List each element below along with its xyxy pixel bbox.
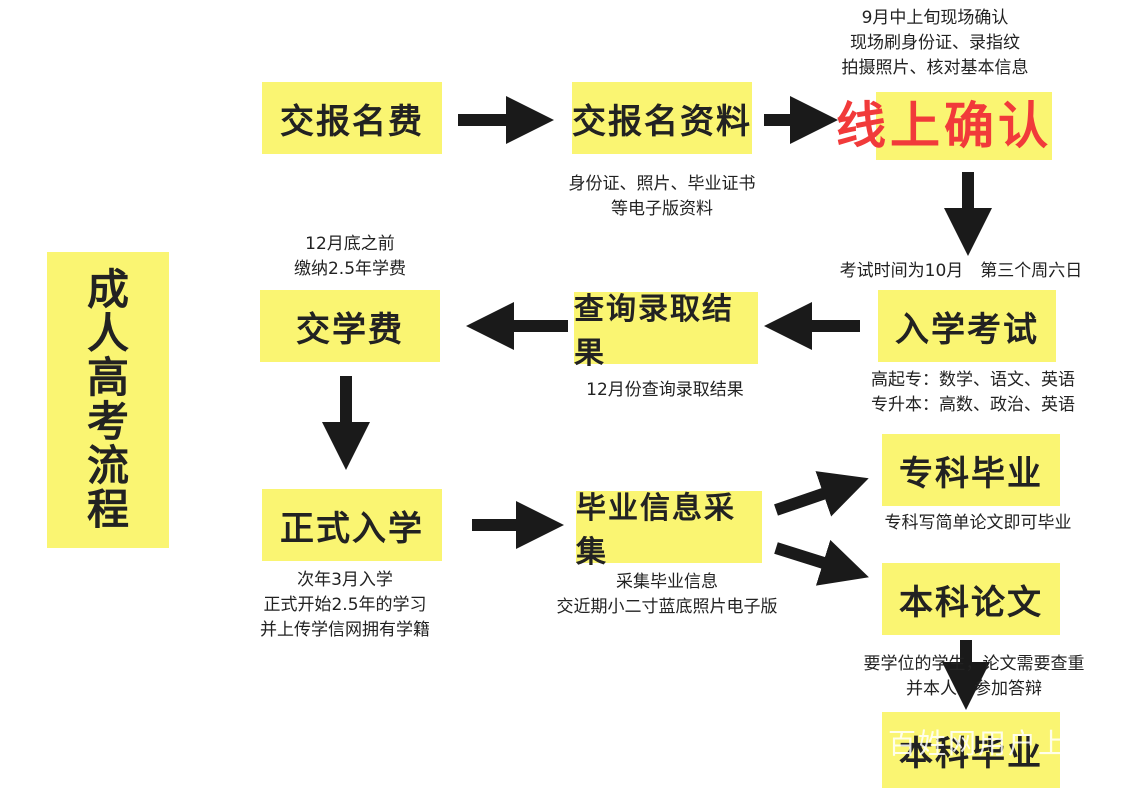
- note-line: 采集毕业信息: [616, 572, 718, 592]
- step-zk-grad: 专科毕业: [882, 434, 1060, 506]
- note-line: 12月底之前: [305, 234, 395, 254]
- step-submit-docs: 交报名资料: [572, 82, 752, 154]
- step-collect: 毕业信息采集: [576, 491, 762, 570]
- title-char: 人: [86, 309, 129, 358]
- note-line: 交近期小二寸蓝底照片电子版: [556, 597, 778, 617]
- exam-time-note: 考试时间为10月 第三个周六日: [806, 259, 1116, 284]
- note-line: 9月中上旬现场确认: [861, 8, 1009, 28]
- confirm-notes: 9月中上旬现场确认 现场刷身份证、录指纹 拍摄照片、核对基本信息: [820, 6, 1050, 81]
- arrow-collect-to-bk: [774, 539, 869, 586]
- note-line: 专升本：高数、政治、英语: [871, 395, 1075, 415]
- step-bk-thesis: 本科论文: [882, 563, 1060, 635]
- query-notes: 12月份查询录取结果: [558, 378, 772, 403]
- step-exam: 入学考试: [878, 290, 1056, 362]
- note-line: 要学位的学生，论文需要查重: [863, 654, 1085, 674]
- note-line: 正式开始2.5年的学习: [263, 595, 427, 615]
- note-line: 专科写简单论文即可毕业: [884, 513, 1072, 533]
- docs-notes: 身份证、照片、毕业证书 等电子版资料: [532, 172, 792, 222]
- title-char: 高: [86, 353, 129, 402]
- note-line: 考试时间为10月 第三个周六日: [839, 261, 1083, 281]
- collect-notes: 采集毕业信息 交近期小二寸蓝底照片电子版: [518, 570, 816, 620]
- title-char: 流: [86, 441, 129, 490]
- watermark: 百姓网用户上传: [888, 727, 1099, 760]
- step-confirm-label: 线上确认: [836, 97, 1052, 155]
- thesis-notes: 要学位的学生，论文需要查重 并本人 参加答辩: [828, 652, 1120, 702]
- note-line: 缴纳2.5年学费: [293, 259, 407, 279]
- step-confirm-box: [876, 92, 1052, 160]
- subject-notes: 高起专：数学、语文、英语 专升本：高数、政治、英语: [836, 368, 1110, 418]
- step-bk-grad: 本科毕业: [882, 712, 1060, 788]
- note-line: 并本人 参加答辩: [906, 679, 1042, 699]
- title-char: 成: [86, 265, 129, 314]
- step-tuition: 交学费: [260, 290, 440, 362]
- step-pay-fee: 交报名费: [262, 82, 442, 154]
- title-char: 程: [86, 485, 129, 534]
- step-enroll: 正式入学: [262, 489, 442, 561]
- flow-title: 成 人 高 考 流 程: [47, 252, 169, 548]
- note-line: 12月份查询录取结果: [586, 380, 744, 400]
- note-line: 次年3月入学: [297, 570, 393, 590]
- note-line: 并上传学信网拥有学籍: [260, 620, 430, 640]
- note-line: 等电子版资料: [611, 199, 713, 219]
- arrow-collect-to-zk: [774, 471, 869, 517]
- note-line: 高起专：数学、语文、英语: [871, 370, 1075, 390]
- note-line: 拍摄照片、核对基本信息: [841, 58, 1029, 78]
- zk-notes: 专科写简单论文即可毕业: [848, 511, 1108, 536]
- enroll-notes: 次年3月入学 正式开始2.5年的学习 并上传学信网拥有学籍: [222, 568, 468, 643]
- note-line: 现场刷身份证、录指纹: [850, 33, 1020, 53]
- tuition-notes: 12月底之前 缴纳2.5年学费: [270, 232, 430, 282]
- title-char: 考: [86, 397, 129, 446]
- note-line: 身份证、照片、毕业证书: [568, 174, 756, 194]
- step-query: 查询录取结果: [574, 292, 758, 371]
